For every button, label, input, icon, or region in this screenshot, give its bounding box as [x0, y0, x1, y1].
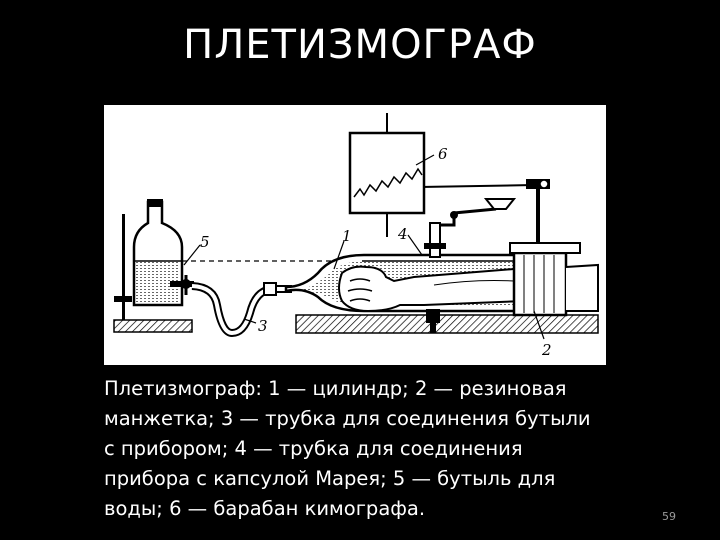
page-number: 59 — [662, 510, 676, 523]
label-4: 4 — [397, 225, 408, 243]
label-2: 2 — [541, 341, 552, 359]
label-6: 6 — [438, 145, 448, 163]
recording-lever — [419, 184, 535, 188]
marey-capsule — [483, 179, 581, 254]
kymograph-drum-6 — [348, 113, 426, 237]
rubber-cuff-2 — [512, 251, 599, 317]
label-3: 3 — [258, 317, 268, 335]
tube-4 — [424, 207, 497, 258]
plethysmograph-diagram: 6 4 1 5 3 2 — [104, 105, 606, 365]
figure-caption: Плетизмограф: 1 — цилиндр; 2 — резиновая… — [104, 377, 591, 520]
slide-title: ПЛЕТИЗМОГРАФ — [183, 22, 537, 68]
label-5: 5 — [200, 233, 210, 251]
water-bottle — [132, 199, 194, 307]
arm — [338, 265, 525, 313]
cylinder-base — [295, 314, 599, 334]
kymograph-trace — [353, 167, 423, 198]
bottle-stand — [113, 214, 193, 333]
label-1: 1 — [342, 227, 352, 245]
label-leaders — [183, 154, 545, 340]
